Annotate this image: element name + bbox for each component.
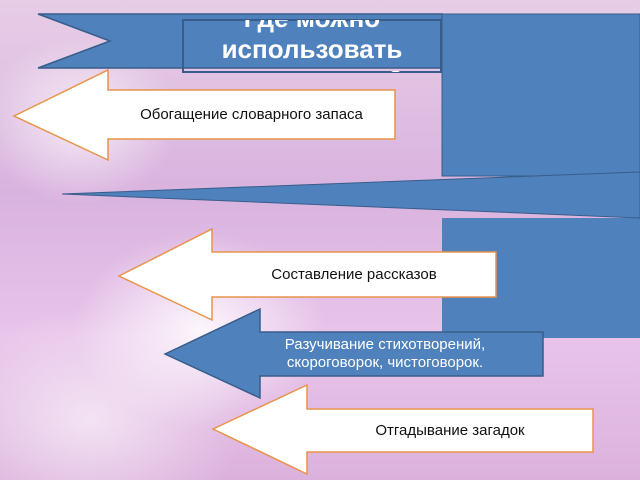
arrow-label-poems: Разучивание стихотворений, скороговорок,… — [284, 336, 486, 371]
thin-wedge — [61, 171, 640, 219]
arrow-riddles[interactable] — [211, 383, 594, 476]
title-box-outline — [182, 19, 442, 73]
arrow-label-vocabulary: Обогащение словарного запаса — [140, 105, 363, 123]
right-blue-block — [441, 13, 640, 177]
arrow-label-storytelling: Составление рассказов — [271, 265, 437, 283]
title-box: Где можно использовать мнемосхемы? — [183, 20, 441, 72]
arrow-vocabulary[interactable] — [12, 68, 396, 162]
slide-title: Где можно использовать мнемосхемы? — [221, 20, 404, 72]
arrow-poems[interactable] — [163, 307, 544, 400]
arrow-storytelling[interactable] — [117, 227, 497, 322]
top-chevron-banner — [37, 13, 443, 69]
arrow-label-riddles: Отгадывание загадок — [375, 421, 525, 439]
